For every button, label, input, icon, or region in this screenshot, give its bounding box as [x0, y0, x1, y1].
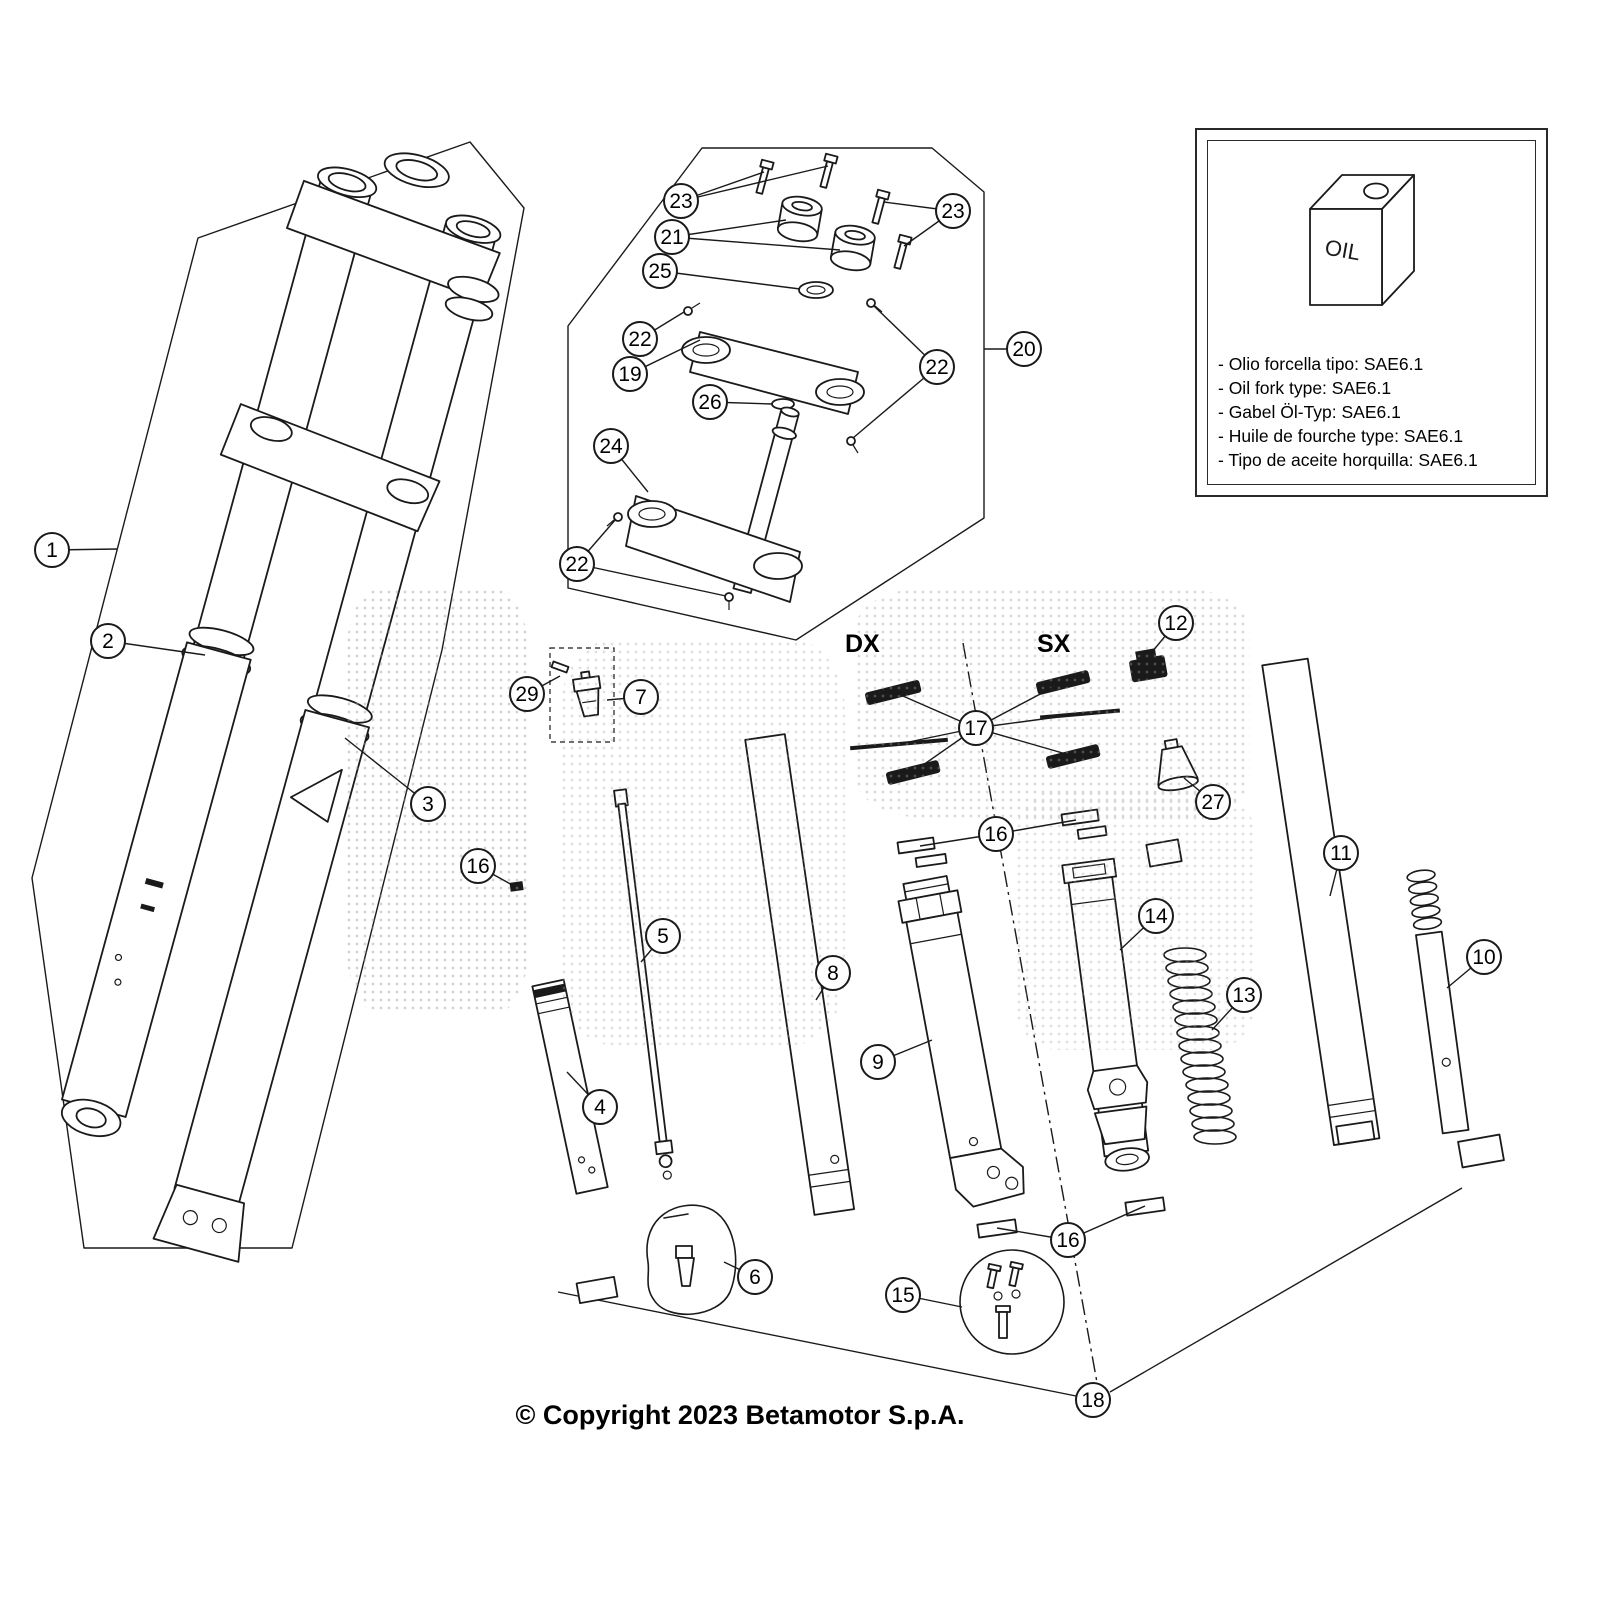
part-25-washer [798, 281, 834, 299]
part-1-group-boundary [31, 141, 525, 1249]
dx-sx-separator [962, 642, 1099, 1389]
callout-13[interactable]: 13 [1226, 977, 1262, 1013]
part-7-dashed-box [549, 647, 615, 743]
callout-16[interactable]: 16 [978, 816, 1014, 852]
callout-1[interactable]: 1 [34, 532, 70, 568]
callout-26[interactable]: 26 [692, 384, 728, 420]
part-1-fork-assembly [60, 152, 502, 1263]
label-sx: SX [1037, 630, 1071, 658]
part-23-bolt [893, 233, 913, 270]
label-dx: DX [845, 630, 880, 658]
oil-spec-line: - Gabel Öl-Typ: SAE6.1 [1218, 402, 1401, 422]
oil-spec-line: - Tipo de aceite horquilla: SAE6.1 [1218, 450, 1478, 470]
oil-spec-line: - Olio forcella tipo: SAE6.1 [1218, 354, 1424, 374]
part-21-handlebar-clamp [829, 224, 876, 272]
callout-6[interactable]: 6 [737, 1259, 773, 1295]
part-14-cartridge-sx [1061, 857, 1150, 1172]
callout-17[interactable]: 17 [958, 710, 994, 746]
part-bushing [1457, 1133, 1505, 1169]
part-9-cartridge-dx [897, 875, 1025, 1208]
leader-line [659, 270, 801, 290]
part-13-spring [1163, 947, 1237, 1145]
part-23-bolt [871, 188, 891, 225]
part-18-boundary-line [1109, 1187, 1463, 1393]
callout-15[interactable]: 15 [885, 1277, 921, 1313]
part-23-bolt [755, 158, 775, 195]
part-5-rod [613, 788, 674, 1180]
callout-3[interactable]: 3 [410, 786, 446, 822]
callout-25[interactable]: 25 [642, 253, 678, 289]
callout-16[interactable]: 16 [1050, 1222, 1086, 1258]
leader-line [680, 165, 829, 202]
callout-21[interactable]: 21 [654, 219, 690, 255]
part-27-cone [1157, 738, 1199, 792]
callout-22[interactable]: 22 [559, 546, 595, 582]
callout-4[interactable]: 4 [582, 1089, 618, 1125]
part-29-pin [550, 660, 570, 674]
callout-16[interactable]: 16 [460, 848, 496, 884]
part-22-screws [606, 298, 883, 610]
part-10-rod-spring [1406, 869, 1470, 1135]
callout-20[interactable]: 20 [1006, 331, 1042, 367]
callout-22[interactable]: 22 [919, 349, 955, 385]
oil-info-box: OIL - Olio forcella tipo: SAE6.1 - Oil f… [1195, 128, 1548, 497]
copyright-text: © Copyright 2023 Betamotor S.p.A. [515, 1400, 965, 1430]
part-18-boundary-line [557, 1291, 1077, 1397]
part-23-bolt [819, 152, 839, 189]
leader-line [576, 563, 727, 597]
watermark-dots [560, 640, 845, 1045]
callout-19[interactable]: 19 [612, 356, 648, 392]
callout-9[interactable]: 9 [860, 1044, 896, 1080]
oil-spec-line: - Huile de fourche type: SAE6.1 [1218, 426, 1464, 446]
callout-10[interactable]: 10 [1466, 939, 1502, 975]
callout-5[interactable]: 5 [645, 918, 681, 954]
callout-27[interactable]: 27 [1195, 784, 1231, 820]
part-20-group-boundary [567, 147, 985, 641]
leader-line [671, 219, 787, 238]
callout-29[interactable]: 29 [509, 676, 545, 712]
oil-canister-label: OIL [1323, 234, 1362, 265]
part-7-adjuster [572, 670, 602, 718]
part-15-hardware-group [959, 1249, 1065, 1355]
part-bushing [575, 1275, 619, 1305]
callout-14[interactable]: 14 [1138, 898, 1174, 934]
watermark-dots [1015, 790, 1255, 1050]
callout-7[interactable]: 7 [623, 679, 659, 715]
part-21-handlebar-clamp [776, 195, 823, 243]
part-20-triple-clamp-exploded [606, 152, 913, 610]
oil-canister-drawing: OIL [1309, 174, 1415, 306]
callout-12[interactable]: 12 [1158, 605, 1194, 641]
part-11-outer-tube [1261, 657, 1381, 1146]
part-27-sleeve [1145, 838, 1183, 868]
callout-23[interactable]: 23 [935, 193, 971, 229]
callout-24[interactable]: 24 [593, 428, 629, 464]
callout-8[interactable]: 8 [815, 955, 851, 991]
part-12-cap [1129, 648, 1168, 683]
oil-spec-lines: - Olio forcella tipo: SAE6.1 - Oil fork … [1218, 352, 1531, 472]
callout-2[interactable]: 2 [90, 623, 126, 659]
oil-info-inner: OIL - Olio forcella tipo: SAE6.1 - Oil f… [1207, 140, 1536, 485]
part-6-adjuster-group [646, 1204, 737, 1316]
callout-11[interactable]: 11 [1323, 835, 1359, 871]
callout-18[interactable]: 18 [1075, 1382, 1111, 1418]
oil-spec-line: - Oil fork type: SAE6.1 [1218, 378, 1392, 398]
leader-line [671, 236, 841, 251]
callout-23[interactable]: 23 [663, 183, 699, 219]
callout-22[interactable]: 22 [622, 321, 658, 357]
part-4-tube [531, 978, 609, 1195]
